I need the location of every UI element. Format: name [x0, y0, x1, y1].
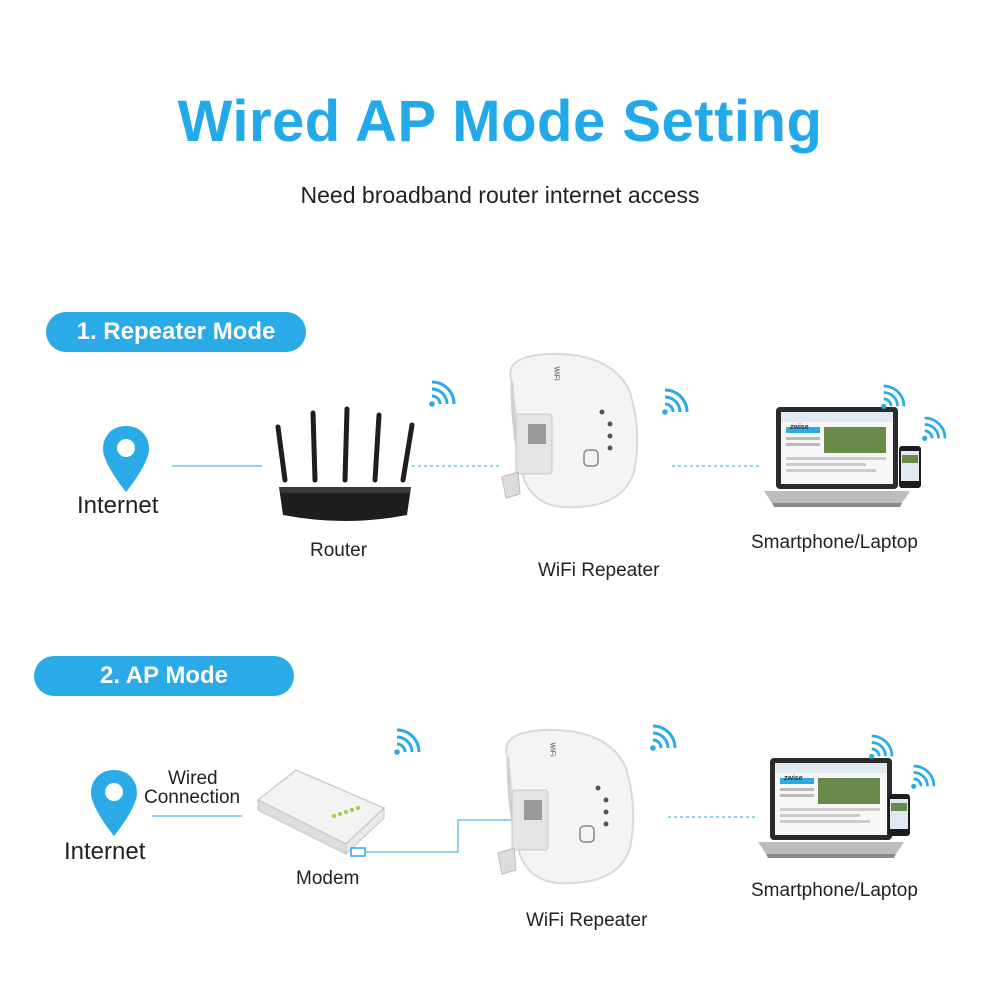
repeater-icon	[497, 728, 635, 885]
wifi-signal-icon	[429, 380, 456, 407]
location-pin-icon	[103, 426, 149, 492]
repeater-logo: WiFi	[548, 742, 556, 757]
wired-label-line1: Wired	[168, 768, 218, 789]
router-icon	[275, 406, 415, 521]
wired-label-line2: Connection	[144, 787, 241, 808]
ap-mode-pill: 2. AP Mode	[34, 656, 294, 696]
wifi-signal-icon	[881, 384, 906, 409]
laptop-icon	[758, 758, 904, 858]
internet-label: Internet	[64, 838, 146, 865]
internet-label: Internet	[77, 492, 159, 519]
laptop-icon	[764, 407, 910, 507]
smartphone-icon	[888, 794, 910, 836]
wifi-signal-icon	[869, 734, 894, 759]
repeater-label: WiFi Repeater	[526, 910, 648, 931]
repeater-label: WiFi Repeater	[538, 560, 660, 581]
modem-label: Modem	[296, 868, 360, 889]
wifi-signal-icon	[650, 724, 677, 751]
page-title: Wired AP Mode Setting	[177, 89, 823, 154]
wifi-signal-icon	[911, 764, 936, 789]
laptop-logo: zwise	[790, 424, 809, 431]
smartphone-icon	[899, 446, 921, 488]
wifi-signal-icon	[922, 416, 947, 441]
client-label: Smartphone/Laptop	[751, 880, 918, 901]
modem-icon	[256, 769, 386, 857]
wifi-signal-icon	[394, 728, 421, 755]
repeater-mode-pill: 1. Repeater Mode	[46, 312, 306, 352]
laptop-logo: zwise	[784, 775, 803, 782]
page-subtitle: Need broadband router internet access	[300, 182, 700, 208]
repeater-icon	[501, 352, 639, 509]
client-label: Smartphone/Laptop	[751, 532, 918, 553]
router-label: Router	[310, 540, 368, 561]
wifi-signal-icon	[662, 388, 689, 415]
location-pin-icon	[91, 770, 137, 836]
